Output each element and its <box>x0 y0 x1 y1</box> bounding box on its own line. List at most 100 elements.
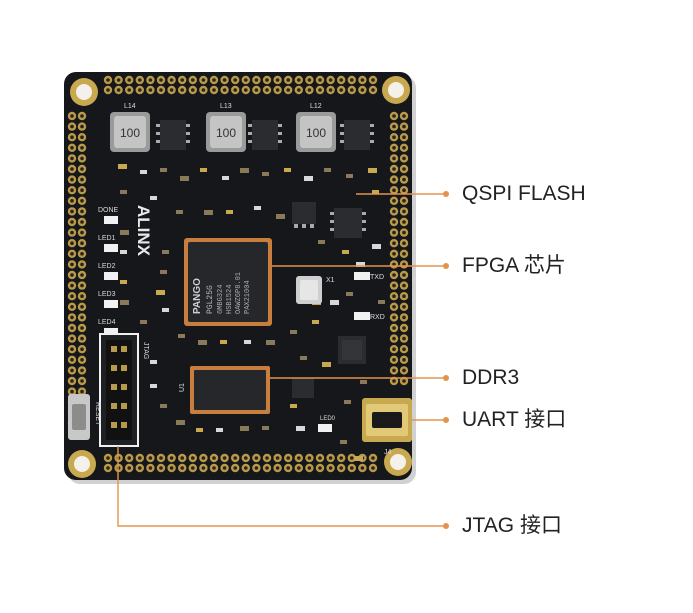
inductor-l13: 100 L13 <box>206 103 246 152</box>
passive-component <box>372 244 381 249</box>
jtag-pin <box>121 346 127 352</box>
led <box>104 216 118 224</box>
passive-component <box>150 360 157 364</box>
passive-component <box>262 426 269 430</box>
passive-component <box>240 426 249 431</box>
inductor-value: 100 <box>306 126 326 140</box>
ddr3-ref: U1 <box>179 383 186 392</box>
passive-component <box>120 300 129 305</box>
passive-component <box>254 206 261 210</box>
passive-component <box>346 174 353 178</box>
passive-component <box>216 428 223 432</box>
passive-component <box>120 280 127 284</box>
passive-component <box>354 456 363 461</box>
passive-component <box>120 190 127 194</box>
callout-dot-jtag <box>443 523 449 529</box>
passive-component <box>178 334 185 338</box>
callout-label-uart: UART 接口 <box>462 408 567 431</box>
callout-dot-fpga <box>443 263 449 269</box>
bottom-pin-header <box>103 453 378 473</box>
inductor-ref: L12 <box>310 103 322 110</box>
jtag-pin <box>121 365 127 371</box>
passive-component <box>276 214 285 219</box>
passive-component <box>200 168 207 172</box>
passive-component <box>368 168 377 173</box>
passive-component <box>120 250 127 254</box>
callout-dot-qspi <box>443 191 449 197</box>
passive-component <box>120 230 129 235</box>
reset-button: RESET <box>68 394 101 440</box>
passive-component <box>300 356 307 360</box>
passive-component <box>160 270 167 274</box>
led-label: LED1 <box>98 235 116 242</box>
passive-component <box>284 168 291 172</box>
passive-component <box>324 168 331 172</box>
crystal-oscillator: X1 <box>296 276 335 304</box>
passive-component <box>356 262 365 267</box>
passive-component <box>322 362 331 367</box>
callout-dot-uart <box>443 417 449 423</box>
led-label: LED4 <box>98 319 116 326</box>
fpga-marking-line: OAWZ6P8.01 <box>235 272 243 314</box>
fpga-marking-line: PGL25G <box>206 285 215 314</box>
led <box>104 300 118 308</box>
passive-component <box>176 420 185 425</box>
led-label: LED3 <box>98 291 116 298</box>
inductor-l14: 100 L14 <box>110 103 150 152</box>
passive-component <box>240 168 249 173</box>
mounting-hole <box>384 448 412 476</box>
rxd-label: RXD <box>370 314 385 321</box>
small-ic <box>292 378 314 398</box>
fpga-chip: PANGO PGL25G 6MBG324 HSB1524 OAWZ6P8.01 … <box>184 238 272 326</box>
passive-component <box>330 300 339 305</box>
jtag-pin <box>121 403 127 409</box>
inductor-value: 100 <box>216 126 236 140</box>
passive-component <box>262 172 269 176</box>
callout-label-ddr3: DDR3 <box>462 366 520 389</box>
passive-component <box>346 292 353 296</box>
inductor-ref: L13 <box>220 103 232 110</box>
passive-component <box>290 330 297 334</box>
fpga-marking-line: HSB1524 <box>226 285 234 314</box>
passive-component <box>198 340 207 345</box>
jtag-pin <box>111 346 117 352</box>
passive-component <box>340 440 347 444</box>
led <box>104 328 118 336</box>
qspi-flash-chip <box>330 208 366 238</box>
callout-label-jtag: JTAG 接口 <box>462 514 562 537</box>
ddr3-chip: U1 <box>179 366 270 414</box>
passive-component <box>312 320 319 324</box>
passive-component <box>140 170 147 174</box>
passive-component <box>140 320 147 324</box>
led0-label: LED0 <box>320 416 336 422</box>
passive-component <box>378 300 385 304</box>
passive-component <box>304 176 313 181</box>
passive-component <box>156 290 165 295</box>
passive-component <box>296 426 305 431</box>
passive-component <box>220 340 227 344</box>
led-label: DONE <box>98 207 119 214</box>
led <box>104 244 118 252</box>
jtag-pin <box>111 403 117 409</box>
mounting-hole <box>68 450 96 478</box>
passive-component <box>150 384 157 388</box>
jtag-pin <box>111 384 117 390</box>
passive-component <box>360 380 367 384</box>
passive-component <box>160 404 167 408</box>
jtag-connector: JTAG <box>99 333 149 447</box>
callout-label-qspi-flash: QSPI FLASH <box>462 182 586 205</box>
fpga-logo: PANGO <box>192 278 203 314</box>
uart-usb-connector: J4 <box>362 398 412 456</box>
jtag-label: JTAG <box>142 342 149 359</box>
callout-dot-ddr3 <box>443 375 449 381</box>
reset-label: RESET <box>94 402 101 426</box>
power-chip <box>292 202 316 228</box>
passive-component <box>244 340 251 344</box>
j4-label: J4 <box>384 449 392 456</box>
passive-component <box>266 340 275 345</box>
callout-label-fpga-chip: FPGA 芯片 <box>462 254 566 277</box>
passive-component <box>204 210 213 215</box>
right-pin-header <box>389 111 409 386</box>
